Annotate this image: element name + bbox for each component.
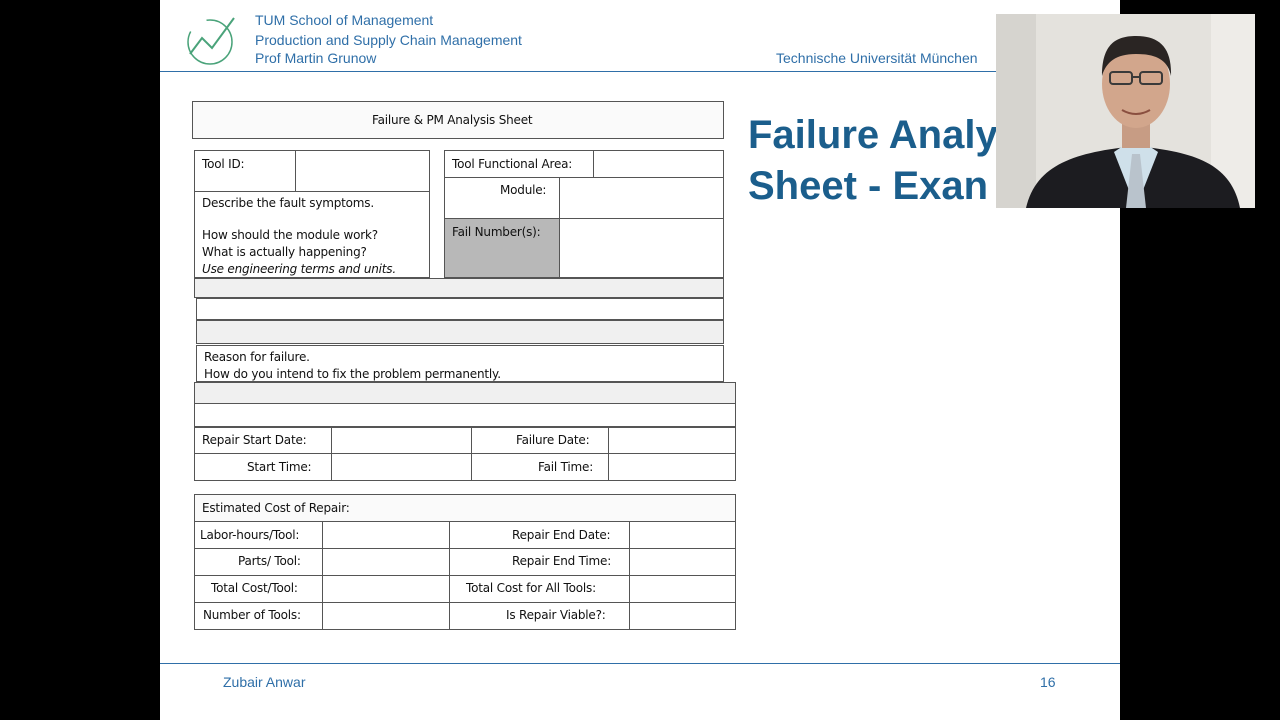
is-repair-viable-value: [629, 602, 736, 630]
total-cost-tool-value: [322, 575, 450, 603]
start-time-value: [331, 453, 472, 481]
start-time-label: Start Time:: [247, 460, 312, 474]
how-fix-label: How do you intend to fix the problem per…: [204, 367, 501, 381]
reason-label: Reason for failure.: [204, 350, 310, 364]
repair-end-time-value: [629, 548, 736, 576]
webcam-video: [996, 14, 1255, 208]
start-time-cell: [194, 453, 332, 481]
how-should-label: How should the module work?: [202, 228, 378, 242]
is-repair-viable-label: Is Repair Viable?:: [506, 608, 606, 622]
slide-title-line-2: Sheet - Exan: [748, 164, 989, 208]
description-row-2: [196, 298, 724, 320]
header-professor: Prof Martin Grunow: [255, 50, 377, 66]
module-value: [559, 177, 724, 219]
repair-start-date-label: Repair Start Date:: [202, 433, 307, 447]
reason-row-2: [194, 403, 736, 427]
fail-numbers-value: [559, 218, 724, 278]
footer-page-number: 16: [1040, 674, 1056, 690]
parts-tool-cell: [194, 548, 323, 576]
header-department: Production and Supply Chain Management: [255, 32, 522, 48]
parts-tool-value: [322, 548, 450, 576]
functional-area-label: Tool Functional Area:: [452, 157, 573, 171]
tool-id-cell: [194, 150, 296, 192]
slide-title: Failure Analy Sheet - Exan: [748, 110, 998, 212]
fail-time-cell: [471, 453, 609, 481]
header-rule: [160, 71, 1120, 72]
repair-end-date-label: Repair End Date:: [512, 528, 611, 542]
footer-presenter: Zubair Anwar: [223, 674, 306, 690]
total-cost-all-label: Total Cost for All Tools:: [466, 581, 596, 595]
header-school: TUM School of Management: [255, 12, 434, 28]
failure-date-value: [608, 427, 736, 454]
total-cost-tool-label: Total Cost/Tool:: [211, 581, 298, 595]
module-label: Module:: [500, 183, 547, 197]
slide: TUM School of Management Production and …: [160, 0, 1120, 720]
is-repair-viable-cell: [449, 602, 630, 630]
parts-tool-label: Parts/ Tool:: [238, 554, 301, 568]
fail-time-label: Fail Time:: [538, 460, 594, 474]
total-cost-all-value: [629, 575, 736, 603]
labor-hours-value: [322, 521, 450, 549]
tum-logo-icon: [187, 17, 235, 65]
number-of-tools-label: Number of Tools:: [203, 608, 301, 622]
description-row-1: [194, 278, 724, 298]
form-title-box: [192, 101, 724, 139]
presenter-video-icon: [996, 14, 1255, 208]
repair-end-date-cell: [449, 521, 630, 549]
repair-end-time-cell: [449, 548, 630, 576]
describe-label: Describe the fault symptoms.: [202, 196, 374, 210]
reason-block: [196, 345, 724, 382]
repair-end-date-value: [629, 521, 736, 549]
number-of-tools-value: [322, 602, 450, 630]
header-university: Technische Universität München: [776, 50, 978, 66]
total-cost-all-cell: [449, 575, 630, 603]
what-actually-label: What is actually happening?: [202, 245, 367, 259]
failure-date-label: Failure Date:: [516, 433, 590, 447]
estimated-cost-row: [194, 494, 736, 522]
form-title: Failure & PM Analysis Sheet: [372, 113, 533, 127]
repair-start-date-value: [331, 427, 472, 454]
failure-analysis-form: Failure & PM Analysis Sheet Tool ID: Des…: [160, 0, 1120, 720]
reason-row-1: [194, 382, 736, 404]
fail-numbers-label: Fail Number(s):: [452, 225, 541, 239]
number-of-tools-cell: [194, 602, 323, 630]
tool-id-value: [295, 150, 430, 192]
slide-title-line-1: Failure Analy: [748, 113, 998, 157]
labor-hours-label: Labor-hours/Tool:: [200, 528, 300, 542]
functional-area-value: [593, 150, 724, 178]
repair-end-time-label: Repair End Time:: [512, 554, 612, 568]
tool-id-label: Tool ID:: [202, 157, 245, 171]
description-row-3: [196, 320, 724, 344]
footer-rule: [160, 663, 1120, 664]
fail-time-value: [608, 453, 736, 481]
estimated-cost-label: Estimated Cost of Repair:: [202, 501, 350, 515]
use-terms-label: Use engineering terms and units.: [202, 262, 396, 276]
